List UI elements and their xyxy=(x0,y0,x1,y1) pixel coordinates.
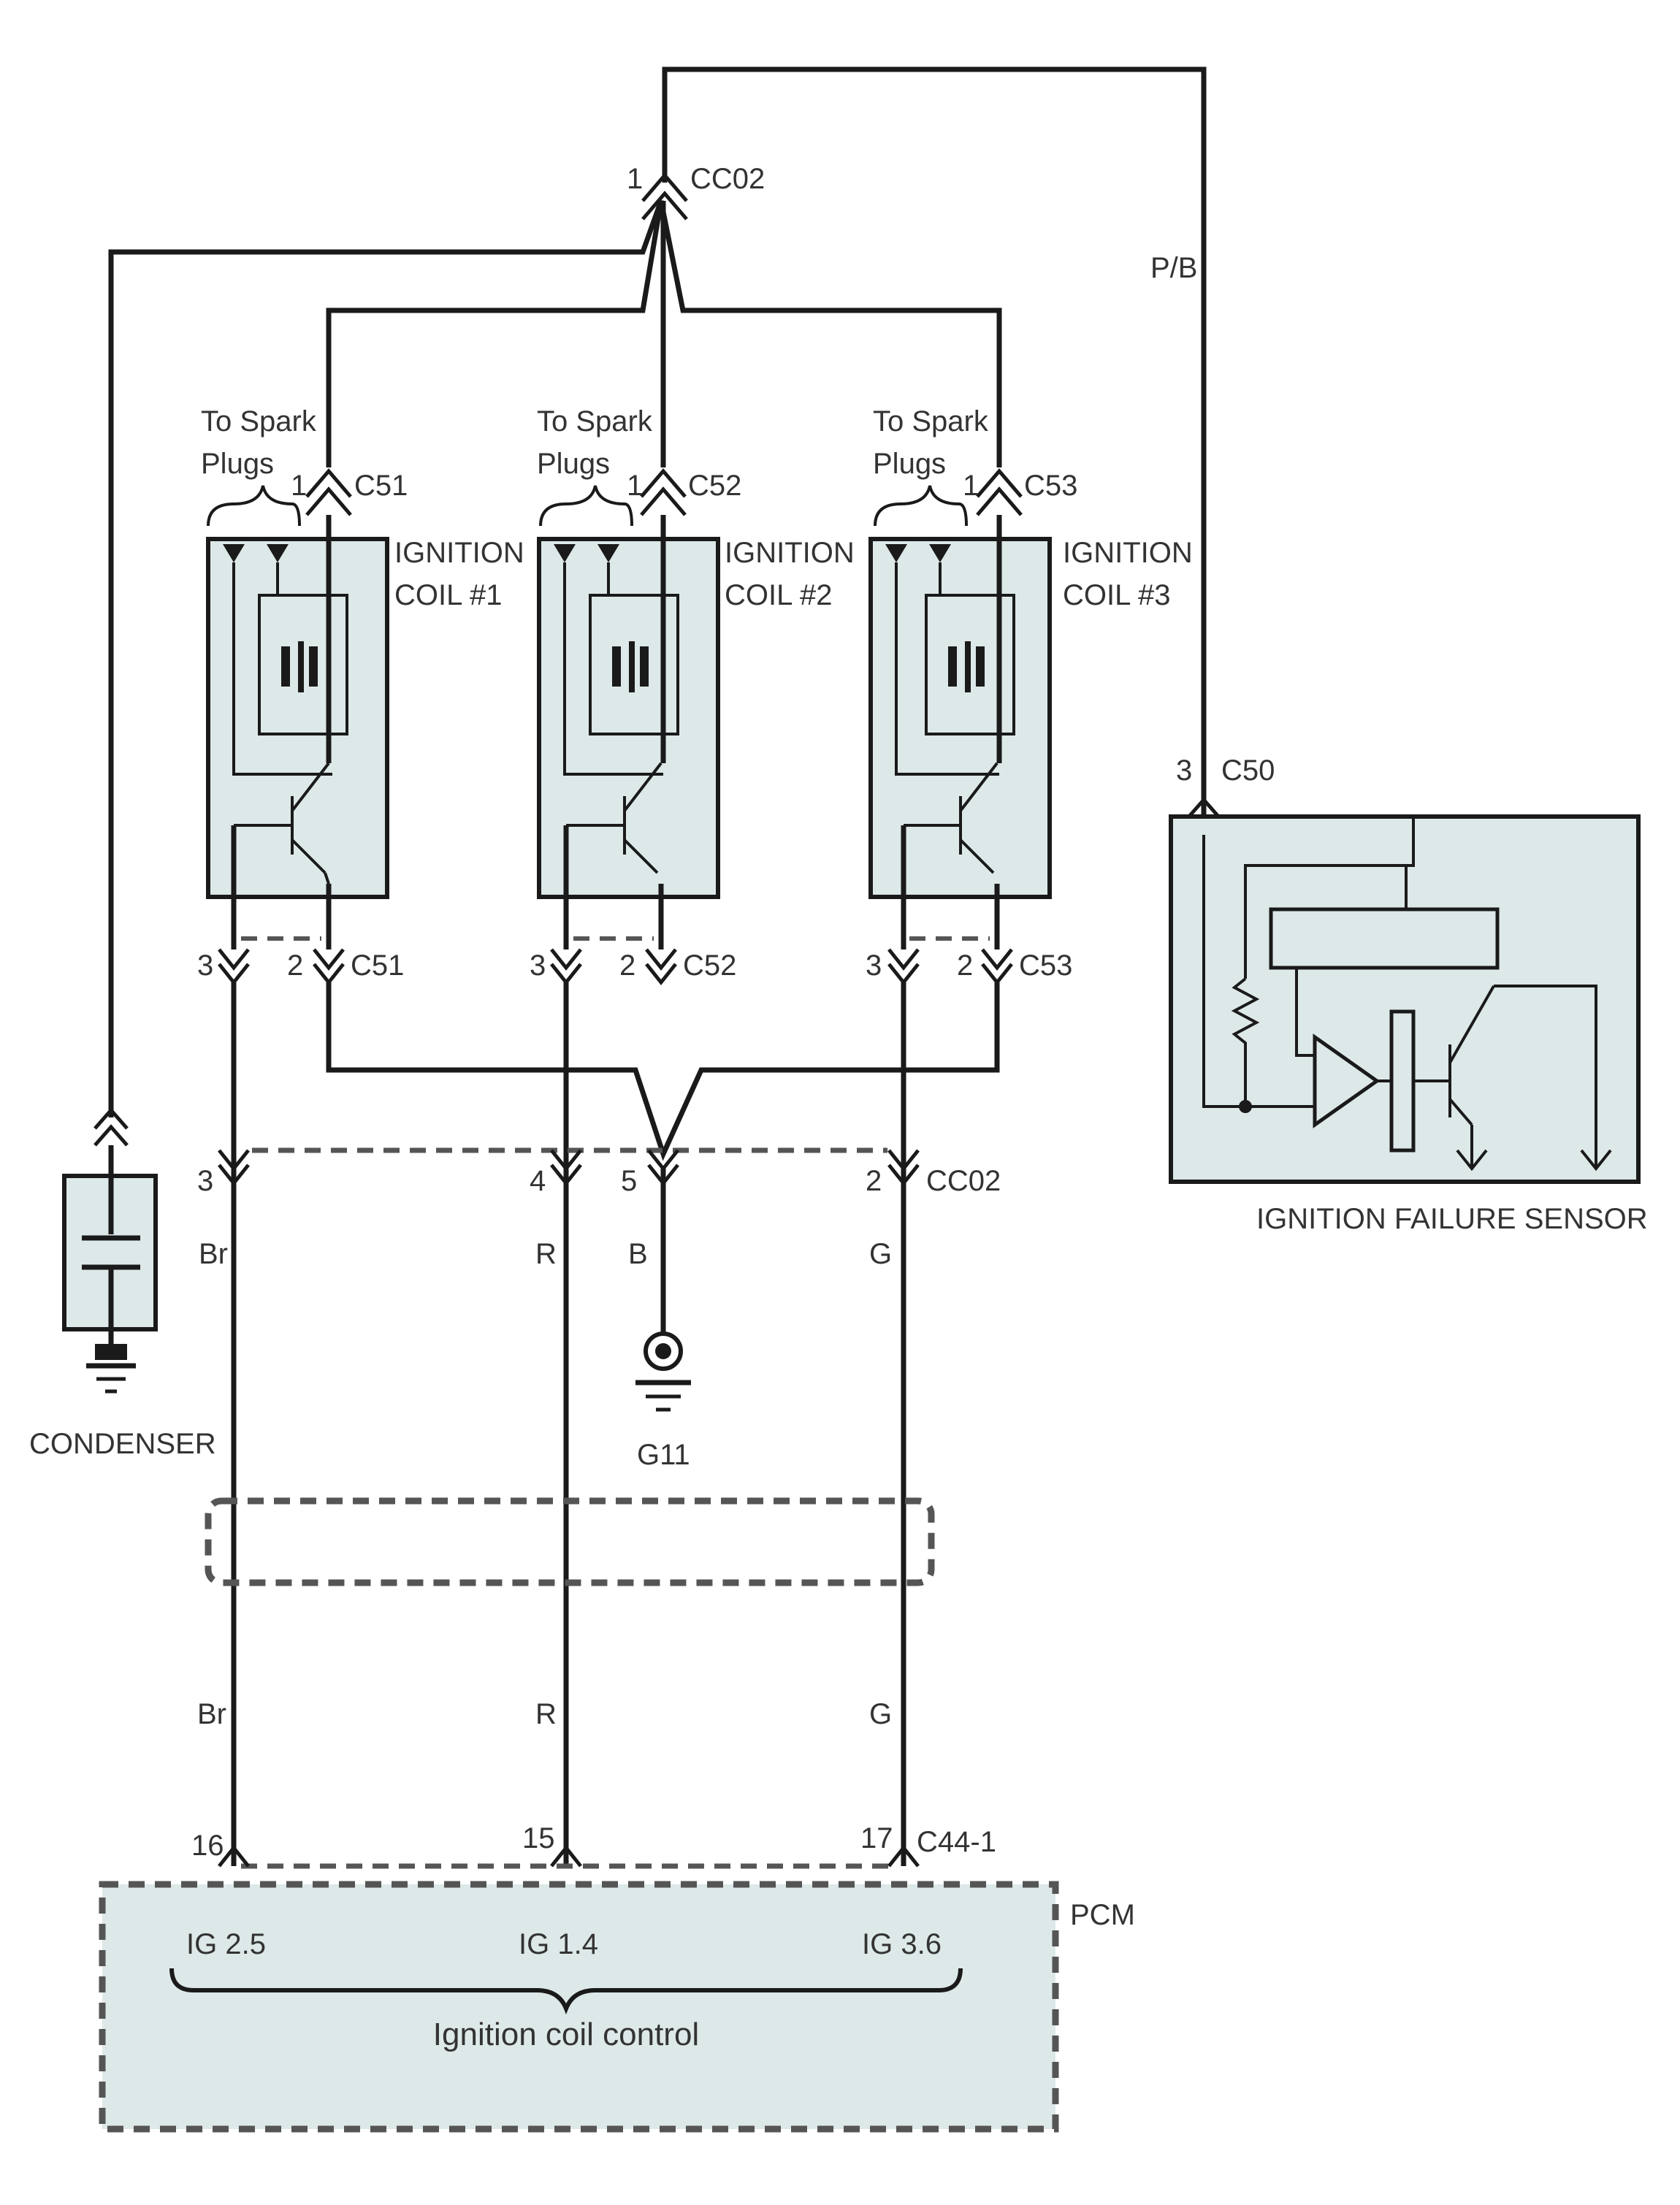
coil-2-body xyxy=(537,537,720,899)
spark-terminal-icon xyxy=(885,544,907,562)
ground-label: G11 xyxy=(637,1439,690,1471)
cc02-top-pin: 1 xyxy=(627,163,643,195)
signal-wires xyxy=(231,982,906,1866)
ground-g11-icon xyxy=(635,1331,691,1412)
coil-winding-icon xyxy=(281,646,290,687)
pcm-body xyxy=(102,1884,1055,2129)
amplifier-icon xyxy=(1313,1033,1381,1128)
c53-bot-id: C53 xyxy=(1019,949,1072,982)
wire-color-pb: P/B xyxy=(1150,252,1197,284)
c52-bot-pin-3: 3 xyxy=(530,949,546,982)
failure-sensor-label: IGNITION FAILURE SENSOR xyxy=(1256,1203,1648,1235)
coil-3-label-b: COIL #3 xyxy=(1063,579,1170,611)
spark-label-2b: Plugs xyxy=(537,448,610,480)
pcm-group-brace xyxy=(169,1968,963,2015)
wire-color-r-upper: R xyxy=(535,1238,557,1270)
pcm-label: PCM xyxy=(1070,1899,1135,1931)
spark-brace-2 xyxy=(539,485,633,527)
coil-winding-frame xyxy=(258,594,348,735)
spark-label-3b: Plugs xyxy=(873,448,946,480)
coil-1-label-b: COIL #1 xyxy=(394,579,502,611)
cc02-top-connector: 1 CC02 xyxy=(627,163,765,221)
spark-label-2a: To Spark xyxy=(537,405,653,437)
top-supply-wiring xyxy=(108,66,1207,1117)
condenser-label: CONDENSER xyxy=(29,1428,216,1460)
sensor-resistor-block xyxy=(1269,907,1500,970)
c51-top-id: C51 xyxy=(354,470,408,502)
coil-winding-icon xyxy=(612,646,621,687)
ignition-coil-1: To Spark Plugs 1 C51 IGNITION COIL #1 xyxy=(201,405,524,949)
c52-bot-id: C52 xyxy=(683,949,736,982)
ignition-coil-2: To Spark Plugs 1 C52 IGNITION COIL #2 xyxy=(537,405,855,949)
c44-1-connector: 16 15 17 C44-1 xyxy=(191,1822,996,1869)
wire-color-g-upper: G xyxy=(869,1238,892,1270)
ignition-failure-sensor: 3 C50 xyxy=(1169,754,1641,1184)
spark-label-1a: To Spark xyxy=(201,405,317,437)
spark-brace-1 xyxy=(207,485,301,527)
ignition-coil-3: To Spark Plugs 1 C53 IGNITION COIL #3 xyxy=(868,405,1193,949)
spark-terminal-icon xyxy=(554,544,576,562)
spark-terminal-icon xyxy=(223,544,245,562)
cc02-bot-pin-5: 5 xyxy=(621,1165,637,1197)
c53-top-id: C53 xyxy=(1024,470,1077,502)
coil-3-label-a: IGNITION xyxy=(1063,537,1193,569)
wire-color-g-lower: G xyxy=(869,1698,892,1730)
c52-top-id: C52 xyxy=(688,470,741,502)
wire-color-br-upper: Br xyxy=(199,1238,228,1270)
spark-brace-3 xyxy=(874,485,968,527)
c51-bot-pin-3: 3 xyxy=(197,949,213,982)
pcm-group-label: Ignition coil control xyxy=(433,2017,699,2052)
coil-1-body xyxy=(206,537,389,899)
cc02-bot-pin-3: 3 xyxy=(197,1165,213,1197)
wire-color-br-lower: Br xyxy=(197,1698,226,1730)
spark-terminal-icon xyxy=(929,544,951,562)
c50-id: C50 xyxy=(1221,754,1275,787)
spark-label-1b: Plugs xyxy=(201,448,274,480)
coil-winding-frame xyxy=(589,594,679,735)
c50-pin: 3 xyxy=(1176,754,1192,787)
condenser-icon xyxy=(62,1107,158,1394)
c44-pin-15: 15 xyxy=(522,1822,555,1854)
c51-bot-pin-2: 2 xyxy=(287,949,303,982)
c52-top-connector xyxy=(640,468,687,498)
c44-id: C44-1 xyxy=(917,1826,996,1858)
c51-top-pin: 1 xyxy=(291,470,307,502)
c44-pin-17: 17 xyxy=(860,1822,893,1854)
c51-top-connector xyxy=(305,468,352,498)
c53-top-pin: 1 xyxy=(963,470,979,502)
pcm-dashed-border xyxy=(99,1881,1059,2133)
pcm-pin-ig25: IG 2.5 xyxy=(186,1928,266,1960)
wire-color-b-upper: B xyxy=(628,1238,648,1270)
pcm-module: PCM IG 2.5 IG 1.4 IG 3.6 Ignition coil c… xyxy=(99,1881,1135,2133)
c52-top-pin: 1 xyxy=(627,470,643,502)
coil-1-label-a: IGNITION xyxy=(394,537,524,569)
spark-terminal-icon xyxy=(597,544,619,562)
c53-bot-pin-2: 2 xyxy=(957,949,973,982)
cc02-bot-id: CC02 xyxy=(926,1165,1001,1197)
cc02-bot-pin-4: 4 xyxy=(530,1165,546,1197)
splice-box-dashed xyxy=(205,1497,935,1586)
wire-color-r-lower: R xyxy=(535,1698,557,1730)
c51-bot-id: C51 xyxy=(351,949,404,982)
cc02-bottom-connector: 3 4 5 2 CC02 xyxy=(197,1147,1001,1197)
coil-winding-frame xyxy=(925,594,1015,735)
ground-bus-wire xyxy=(326,982,1000,1161)
c44-pin-16: 16 xyxy=(191,1830,224,1862)
coil-winding-icon xyxy=(948,646,957,687)
c53-bot-pin-3: 3 xyxy=(866,949,882,982)
pcm-pin-ig36: IG 3.6 xyxy=(862,1928,942,1960)
cc02-top-id: CC02 xyxy=(690,163,765,195)
spark-terminal-icon xyxy=(267,544,289,562)
cc02-bot-pin-2: 2 xyxy=(866,1165,882,1197)
pcm-pin-ig14: IG 1.4 xyxy=(519,1928,598,1960)
coil-2-label-b: COIL #2 xyxy=(725,579,832,611)
c53-top-connector xyxy=(976,468,1023,498)
c52-bot-pin-2: 2 xyxy=(619,949,635,982)
coil-2-label-a: IGNITION xyxy=(725,537,855,569)
coil-bottom-connectors: 3 2 C51 3 2 C52 3 2 C53 xyxy=(197,936,1072,986)
spark-label-3a: To Spark xyxy=(873,405,989,437)
